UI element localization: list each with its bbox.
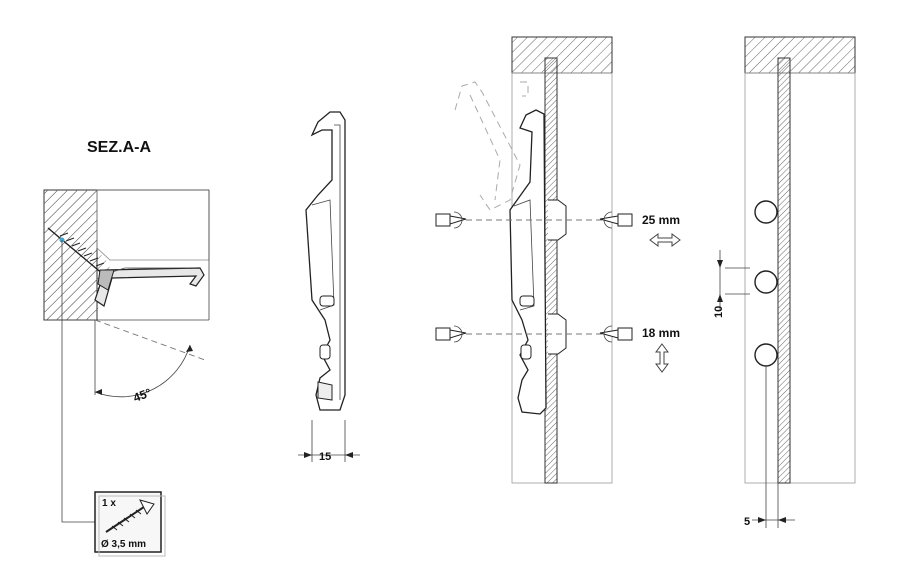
section-title: SEZ.A-A — [87, 139, 151, 156]
drill-hole — [754, 200, 778, 224]
mounted-lower-knob — [520, 344, 532, 360]
section-a-a: SEZ.A-A 45° 1 x — [43, 139, 210, 557]
screw-info-box: 1 x Ø 3,5 mm — [94, 491, 166, 557]
screwdriver-icon — [599, 325, 633, 343]
angle-arc — [94, 344, 191, 398]
vertical-arrow-icon — [655, 343, 669, 373]
angle-label: 45° — [131, 385, 153, 404]
ghost-hinge-inner — [469, 94, 501, 201]
drill-cabinet-outline — [744, 72, 856, 484]
drill-view: 10 5 — [713, 36, 856, 528]
screwdriver-icon — [435, 211, 467, 229]
drill-side-wall-hatch — [777, 57, 791, 484]
screw-box-frame — [94, 491, 162, 553]
mounted-adjust-cam — [519, 295, 535, 307]
screw-leader — [61, 240, 95, 523]
drill-hole — [754, 343, 778, 367]
screw-quantity: 1 x — [102, 498, 116, 509]
bracket-profile — [94, 267, 205, 307]
side-wall-hatch — [544, 57, 558, 484]
angle-arrow-end — [186, 345, 193, 352]
hole-pitch-label: 10 — [713, 306, 725, 318]
drill-hole — [754, 270, 778, 294]
horizontal-arrow-icon — [649, 233, 681, 247]
hinge-adjust-cam — [319, 295, 335, 307]
vertical-adjust-label: 18 mm — [642, 326, 680, 340]
corner-hatch — [44, 190, 110, 320]
top-panel-outline — [96, 189, 210, 261]
hinge-plate-edge — [334, 124, 341, 400]
dim-width-label: 15 — [319, 451, 331, 463]
edge-offset-label: 5 — [744, 516, 750, 528]
screw-graphic — [47, 227, 115, 291]
hinge-foot — [317, 381, 333, 401]
hinge-side-view: 15 — [298, 111, 360, 463]
hinge-lower-knob — [319, 344, 331, 360]
mounted-hinge-inner — [513, 199, 535, 311]
screw-icon — [105, 499, 155, 533]
mounted-hinge — [509, 109, 547, 415]
screwdriver-icon — [599, 211, 633, 229]
screw-diameter: Ø 3,5 mm — [101, 539, 146, 550]
drill-top-board-hatch — [744, 36, 856, 74]
hinge-inner-profile — [311, 199, 335, 311]
ghost-hinge-tip — [520, 81, 529, 97]
bracket-inner-line — [111, 267, 188, 273]
mounted-view: 25 mm 18 mm — [435, 36, 681, 484]
horizontal-adjust-label: 25 mm — [642, 213, 680, 227]
angle-ref-line-2 — [94, 319, 206, 361]
angle-arrow-start — [95, 389, 102, 395]
top-board-hatch — [511, 36, 613, 74]
screwdriver-icon — [435, 325, 467, 343]
ghost-hinge-open — [454, 81, 521, 211]
hinge-plate-outline — [305, 111, 346, 411]
